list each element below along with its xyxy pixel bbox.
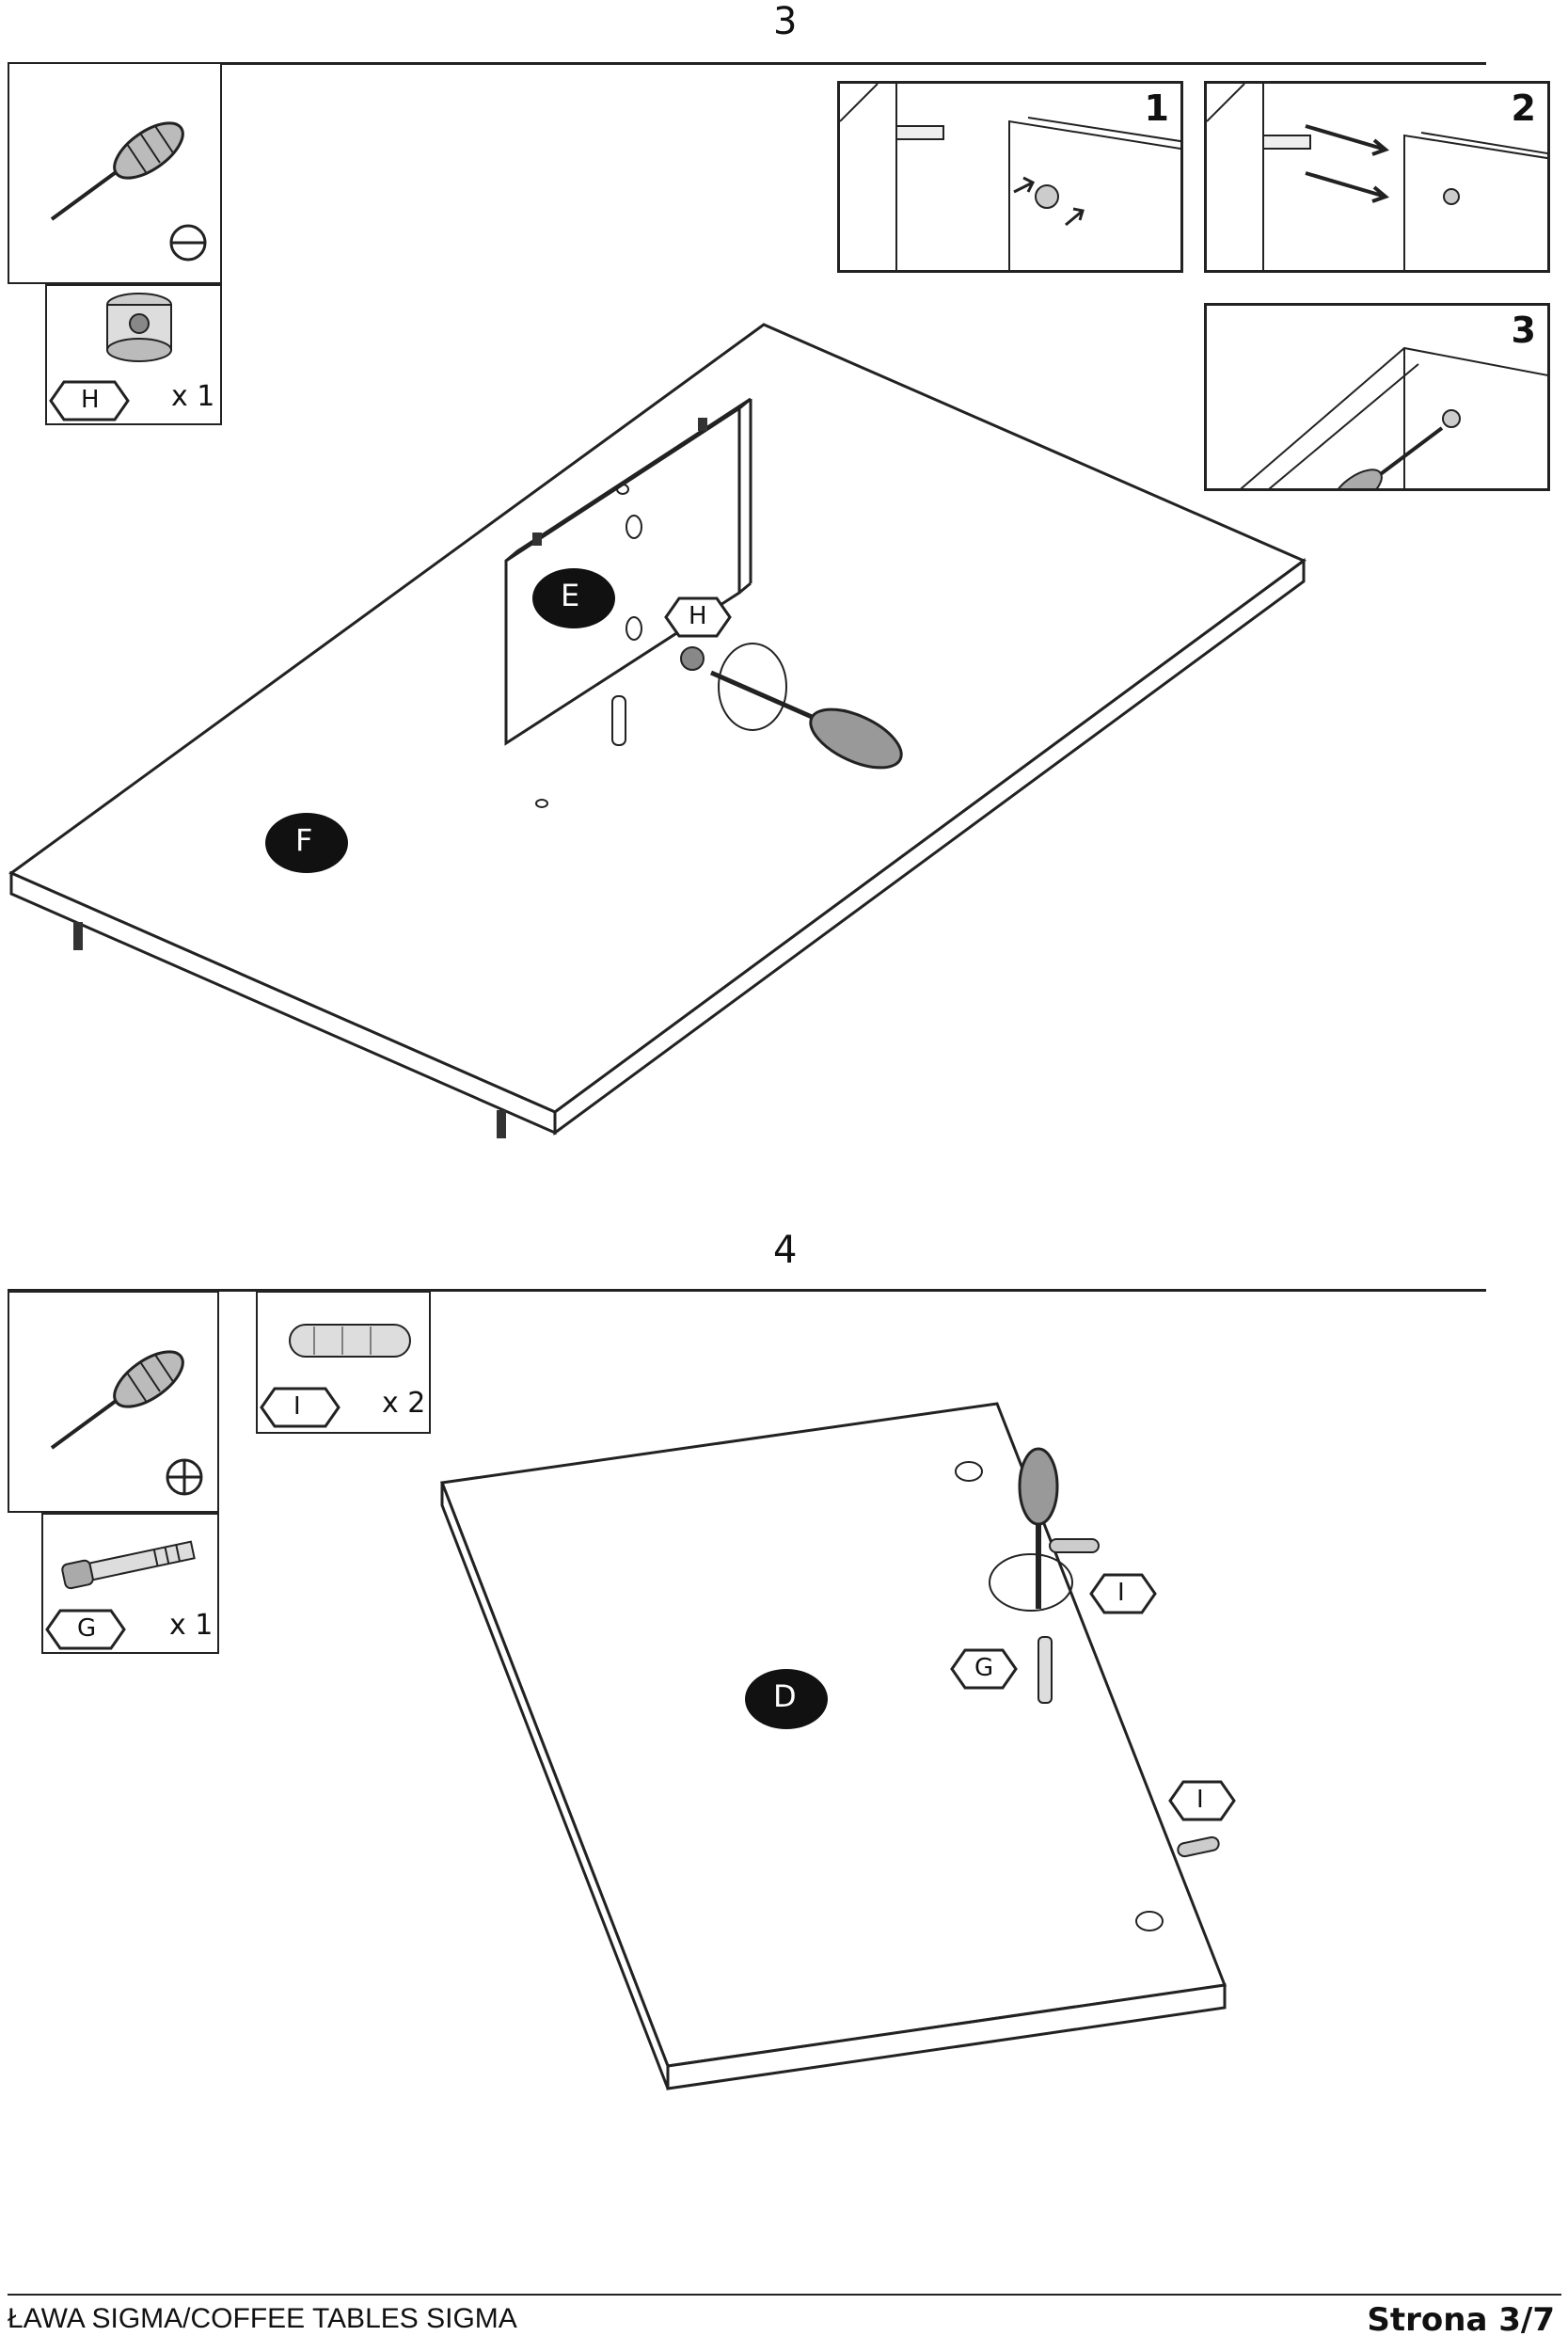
footer-title: ŁAWA SIGMA/COFFEE TABLES SIGMA bbox=[8, 2303, 517, 2334]
tool-box-phillips-screwdriver bbox=[8, 1291, 219, 1513]
part-box-g: G x 1 bbox=[41, 1513, 219, 1654]
detail-3-illustration bbox=[1240, 346, 1547, 488]
step-4-divider bbox=[8, 1289, 1486, 1292]
part-label-hexagon bbox=[49, 380, 130, 421]
label-d-badge bbox=[745, 1669, 828, 1729]
step-3-assembly-drawing bbox=[8, 323, 1307, 1138]
detail-number-2: 2 bbox=[1511, 87, 1536, 129]
part-label-h: H bbox=[81, 386, 100, 414]
detail-box-3: 3 bbox=[1204, 303, 1550, 491]
label-e-badge bbox=[532, 568, 615, 628]
label-d: D bbox=[773, 1678, 797, 1714]
step-3-divider bbox=[8, 62, 1486, 65]
panel-d bbox=[439, 1402, 1227, 2068]
screwdriver-shaft bbox=[709, 670, 820, 723]
detail-1-illustration bbox=[840, 84, 1180, 270]
tool-box-flat-screwdriver bbox=[8, 62, 222, 284]
part-box-h: H x 1 bbox=[45, 284, 222, 425]
dowel-side bbox=[1177, 1836, 1220, 1858]
footer-divider bbox=[8, 2294, 1561, 2296]
page-number: Strona 3/7 bbox=[1367, 2301, 1555, 2339]
part-label-i: I bbox=[293, 1392, 301, 1421]
leg-connector-right bbox=[497, 1110, 506, 1138]
connector-bolt bbox=[1037, 1636, 1053, 1704]
step-3-number: 3 bbox=[773, 0, 798, 43]
part-label-g: G bbox=[77, 1614, 97, 1643]
callout-h: H bbox=[689, 602, 707, 630]
rotation-arrow bbox=[989, 1553, 1073, 1612]
detail-2-illustration bbox=[1207, 84, 1547, 270]
part-quantity-g: x 1 bbox=[169, 1609, 214, 1642]
detail-box-2: 2 bbox=[1204, 81, 1550, 273]
callout-i-top: I bbox=[1117, 1579, 1125, 1607]
part-label-hexagon bbox=[45, 1609, 126, 1650]
cam-lock-icon bbox=[106, 293, 172, 362]
part-label-hexagon bbox=[260, 1387, 341, 1428]
rotation-arrow bbox=[718, 643, 787, 731]
detail-number-1: 1 bbox=[1144, 87, 1169, 129]
flat-screwdriver-icon bbox=[50, 121, 207, 262]
detail-box-1: 1 bbox=[837, 81, 1183, 273]
wooden-dowel-icon bbox=[260, 1324, 411, 1428]
part-box-i: I x 2 bbox=[256, 1291, 431, 1434]
label-e: E bbox=[561, 578, 580, 613]
part-quantity-i: x 2 bbox=[382, 1387, 426, 1420]
step-4-number: 4 bbox=[773, 1229, 798, 1272]
phillips-screwdriver-icon bbox=[50, 1350, 203, 1496]
screwdriver-handle bbox=[1018, 1447, 1059, 1526]
callout-i-side: I bbox=[1196, 1786, 1204, 1814]
cam-lock bbox=[680, 646, 705, 671]
connector-bolt-icon bbox=[45, 1540, 196, 1650]
dowel bbox=[611, 695, 626, 746]
detail-number-3: 3 bbox=[1511, 310, 1536, 351]
screwdriver-handle bbox=[809, 707, 903, 770]
leg-connector-left bbox=[73, 922, 83, 950]
part-quantity-h: x 1 bbox=[171, 380, 215, 413]
callout-g: G bbox=[974, 1654, 994, 1682]
label-f-badge bbox=[265, 813, 348, 873]
label-f: F bbox=[295, 822, 313, 858]
dowel-top bbox=[1049, 1538, 1100, 1553]
